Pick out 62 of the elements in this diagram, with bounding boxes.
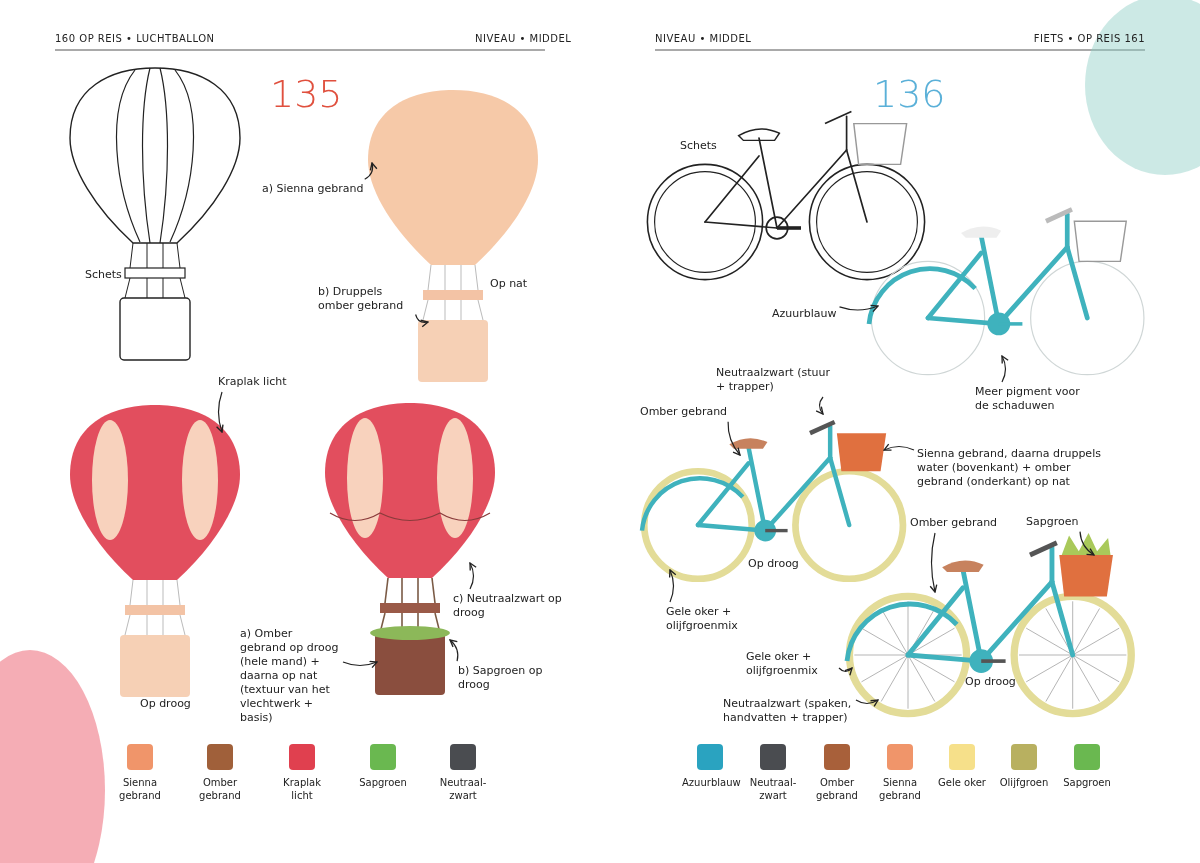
bicycle-sketch-drawing [646, 110, 926, 281]
legend-text: Azuurblauw [682, 776, 738, 789]
page-header: FIETS • OP REIS 161 [1033, 33, 1145, 44]
legend-text: Sienna gebrand [878, 776, 922, 802]
legend-text: Neutraal-zwart [438, 776, 488, 802]
balloon-sketch-drawing [69, 67, 241, 361]
legend-text: Kraplak licht [282, 776, 322, 802]
annotation-text: a) Sienna gebrand [262, 182, 364, 196]
legend-text: Gele oker [937, 776, 987, 789]
leader-arrow [342, 660, 378, 669]
bicycle-drawing [639, 419, 907, 583]
caption-text: Op droog [965, 675, 1016, 689]
caption-text: Schets [85, 268, 122, 282]
legend-text: Sienna gebrand [118, 776, 162, 802]
bicycle-drawing [866, 207, 1145, 376]
annotation-text: Gele oker + olijfgroenmix [666, 605, 739, 633]
leader-arrow [364, 162, 378, 180]
exercise-number: 135 [270, 72, 343, 116]
annotation-text: Omber gebrand [910, 516, 998, 530]
annotation-text: Meer pigment voor de schaduwen [975, 385, 1081, 413]
leader-arrow [469, 562, 477, 590]
leader-arrow [855, 699, 879, 707]
leader-arrow [815, 396, 824, 415]
leader-arrow [449, 639, 459, 662]
legend-text: Omber gebrand [815, 776, 859, 802]
annotation-text: Sienna gebrand, daarna druppels water (bovenkant) + omber gebrand (onderkant) op nat [917, 447, 1102, 489]
exercise-number: 136 [873, 72, 946, 116]
annotation-text: Azuurblauw [772, 307, 837, 321]
annotation-text: c) Neutraalzwart op droog [453, 592, 563, 620]
leader-arrow [1001, 355, 1009, 383]
page-header: NIVEAU • MIDDEL [655, 33, 752, 44]
leader-arrow [727, 421, 741, 456]
legend-text: Neutraal-zwart [748, 776, 798, 802]
leader-arrow [838, 304, 879, 313]
caption-text: Schets [680, 139, 717, 153]
page-header: 160 OP REIS • LUCHTBALLON [55, 33, 215, 44]
leader-arrow [838, 667, 853, 676]
balloon-drawing [70, 405, 240, 697]
leader-arrow [216, 391, 224, 433]
legend-text: Omber gebrand [198, 776, 242, 802]
annotation-text: Sapgroen [1026, 515, 1079, 529]
annotation-text: b) Druppels omber gebrand [318, 285, 405, 313]
annotation-text: a) Omber gebrand op droog (hele mand) + daarna op nat (textuur van het vlechtwerk + basis) [240, 627, 340, 725]
leader-arrow [1079, 531, 1095, 556]
annotation-text: Neutraalzwart (spaken, handvatten + trapper) [723, 697, 853, 725]
annotation-text: Kraplak licht [218, 375, 287, 389]
caption-text: Op nat [490, 277, 528, 291]
legend-text: Sapgroen [1062, 776, 1112, 789]
leader-arrow [929, 532, 938, 593]
page-header: NIVEAU • MIDDEL [475, 33, 572, 44]
caption-text: Op droog [140, 697, 191, 711]
annotation-text: Neutraalzwart (stuur + trapper) [716, 366, 831, 394]
annotation-text: b) Sapgroen op droog [458, 664, 544, 692]
watercolor-splash [0, 650, 105, 863]
annotation-text: Gele oker + olijfgroenmix [746, 650, 819, 678]
caption-text: Op droog [748, 557, 799, 571]
legend-text: Olijfgroen [998, 776, 1050, 789]
leader-arrow [415, 313, 429, 328]
leader-arrow [883, 443, 915, 452]
annotation-text: Omber gebrand [640, 405, 728, 419]
leader-arrow [668, 569, 677, 603]
legend-text: Sapgroen [358, 776, 408, 789]
